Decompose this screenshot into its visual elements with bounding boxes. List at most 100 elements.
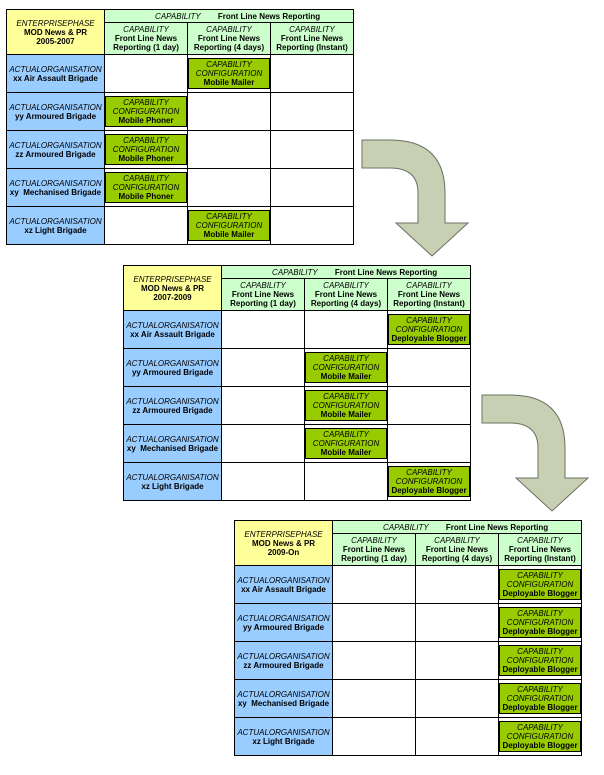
capability-column-label: CAPABILITY — [289, 25, 335, 34]
configuration-name: Mobile Phoner — [118, 116, 174, 125]
capability-group-name: Front Line News Reporting — [217, 11, 321, 21]
phase-name-line2: 2009-On — [267, 547, 300, 557]
organisation-name: xx Air Assault Brigade — [13, 73, 98, 83]
phase-name-line2: 2005-2007 — [36, 36, 75, 46]
organisation-name: zz Armoured Brigade — [243, 660, 324, 670]
matrix-cell — [270, 130, 354, 169]
configuration-label: CAPABILITY CONFIGURATION — [395, 468, 463, 486]
capability-column-label: CAPABILITY — [434, 536, 480, 545]
configuration-label: CAPABILITY CONFIGURATION — [395, 316, 463, 334]
matrix-cell — [415, 679, 499, 718]
matrix-cell — [387, 386, 471, 425]
organisation-label: ACTUALORGANISATION — [126, 472, 219, 482]
phase-name-line1: MOD News & PR — [251, 538, 316, 548]
matrix-cell — [187, 168, 271, 207]
configuration-name: Deployable Blogger — [502, 741, 578, 750]
organisation-name: yy Armoured Brigade — [14, 111, 97, 121]
organisation-name: xy Mechanised Brigade — [237, 698, 330, 708]
configuration-label: CAPABILITY CONFIGURATION — [506, 571, 574, 589]
organisation-name: xz Light Brigade — [252, 736, 315, 746]
configuration-label: CAPABILITY CONFIGURATION — [506, 609, 574, 627]
matrix-cell — [187, 130, 271, 169]
configuration-label: CAPABILITY CONFIGURATION — [506, 647, 574, 665]
capability-column-label: CAPABILITY — [123, 25, 169, 34]
organisation-label: ACTUALORGANISATION — [126, 358, 219, 368]
organisation-label: ACTUALORGANISATION — [9, 64, 102, 74]
matrix-cell — [415, 641, 499, 680]
capability-group-name: Front Line News Reporting — [334, 267, 438, 277]
capability-column-label: CAPABILITY — [406, 281, 452, 290]
configuration-name: Mobile Mailer — [320, 448, 372, 457]
configuration-name: Deployable Blogger — [391, 334, 467, 343]
organisation-label: ACTUALORGANISATION — [126, 396, 219, 406]
matrix-cell — [104, 54, 188, 93]
configuration-label: CAPABILITY CONFIGURATION — [312, 354, 380, 372]
matrix-cell — [332, 641, 416, 680]
configuration-name: Mobile Mailer — [203, 230, 255, 239]
matrix-cell — [270, 92, 354, 131]
matrix-cell — [332, 717, 416, 756]
configuration-name: Mobile Phoner — [118, 192, 174, 201]
capability-column-name: Front Line News Reporting (1 day) — [341, 545, 407, 563]
configuration-label: CAPABILITY CONFIGURATION — [506, 723, 574, 741]
organisation-label: ACTUALORGANISATION — [237, 689, 330, 699]
configuration-label: CAPABILITY CONFIGURATION — [195, 60, 263, 78]
organisation-label: ACTUALORGANISATION — [237, 727, 330, 737]
matrix-cell — [221, 462, 305, 501]
matrix-cell — [387, 348, 471, 387]
organisation-label: ACTUALORGANISATION — [126, 320, 219, 330]
matrix-cell — [304, 462, 388, 501]
organisation-label: ACTUALORGANISATION — [126, 434, 219, 444]
capability-column-name: Front Line News Reporting (Instant) — [393, 290, 465, 308]
matrix-cell — [221, 386, 305, 425]
organisation-label: ACTUALORGANISATION — [9, 178, 102, 188]
configuration-label: CAPABILITY CONFIGURATION — [112, 98, 180, 116]
organisation-label: ACTUALORGANISATION — [9, 102, 102, 112]
phase-name-line1: MOD News & PR — [140, 283, 205, 293]
organisation-name: xz Light Brigade — [141, 481, 204, 491]
